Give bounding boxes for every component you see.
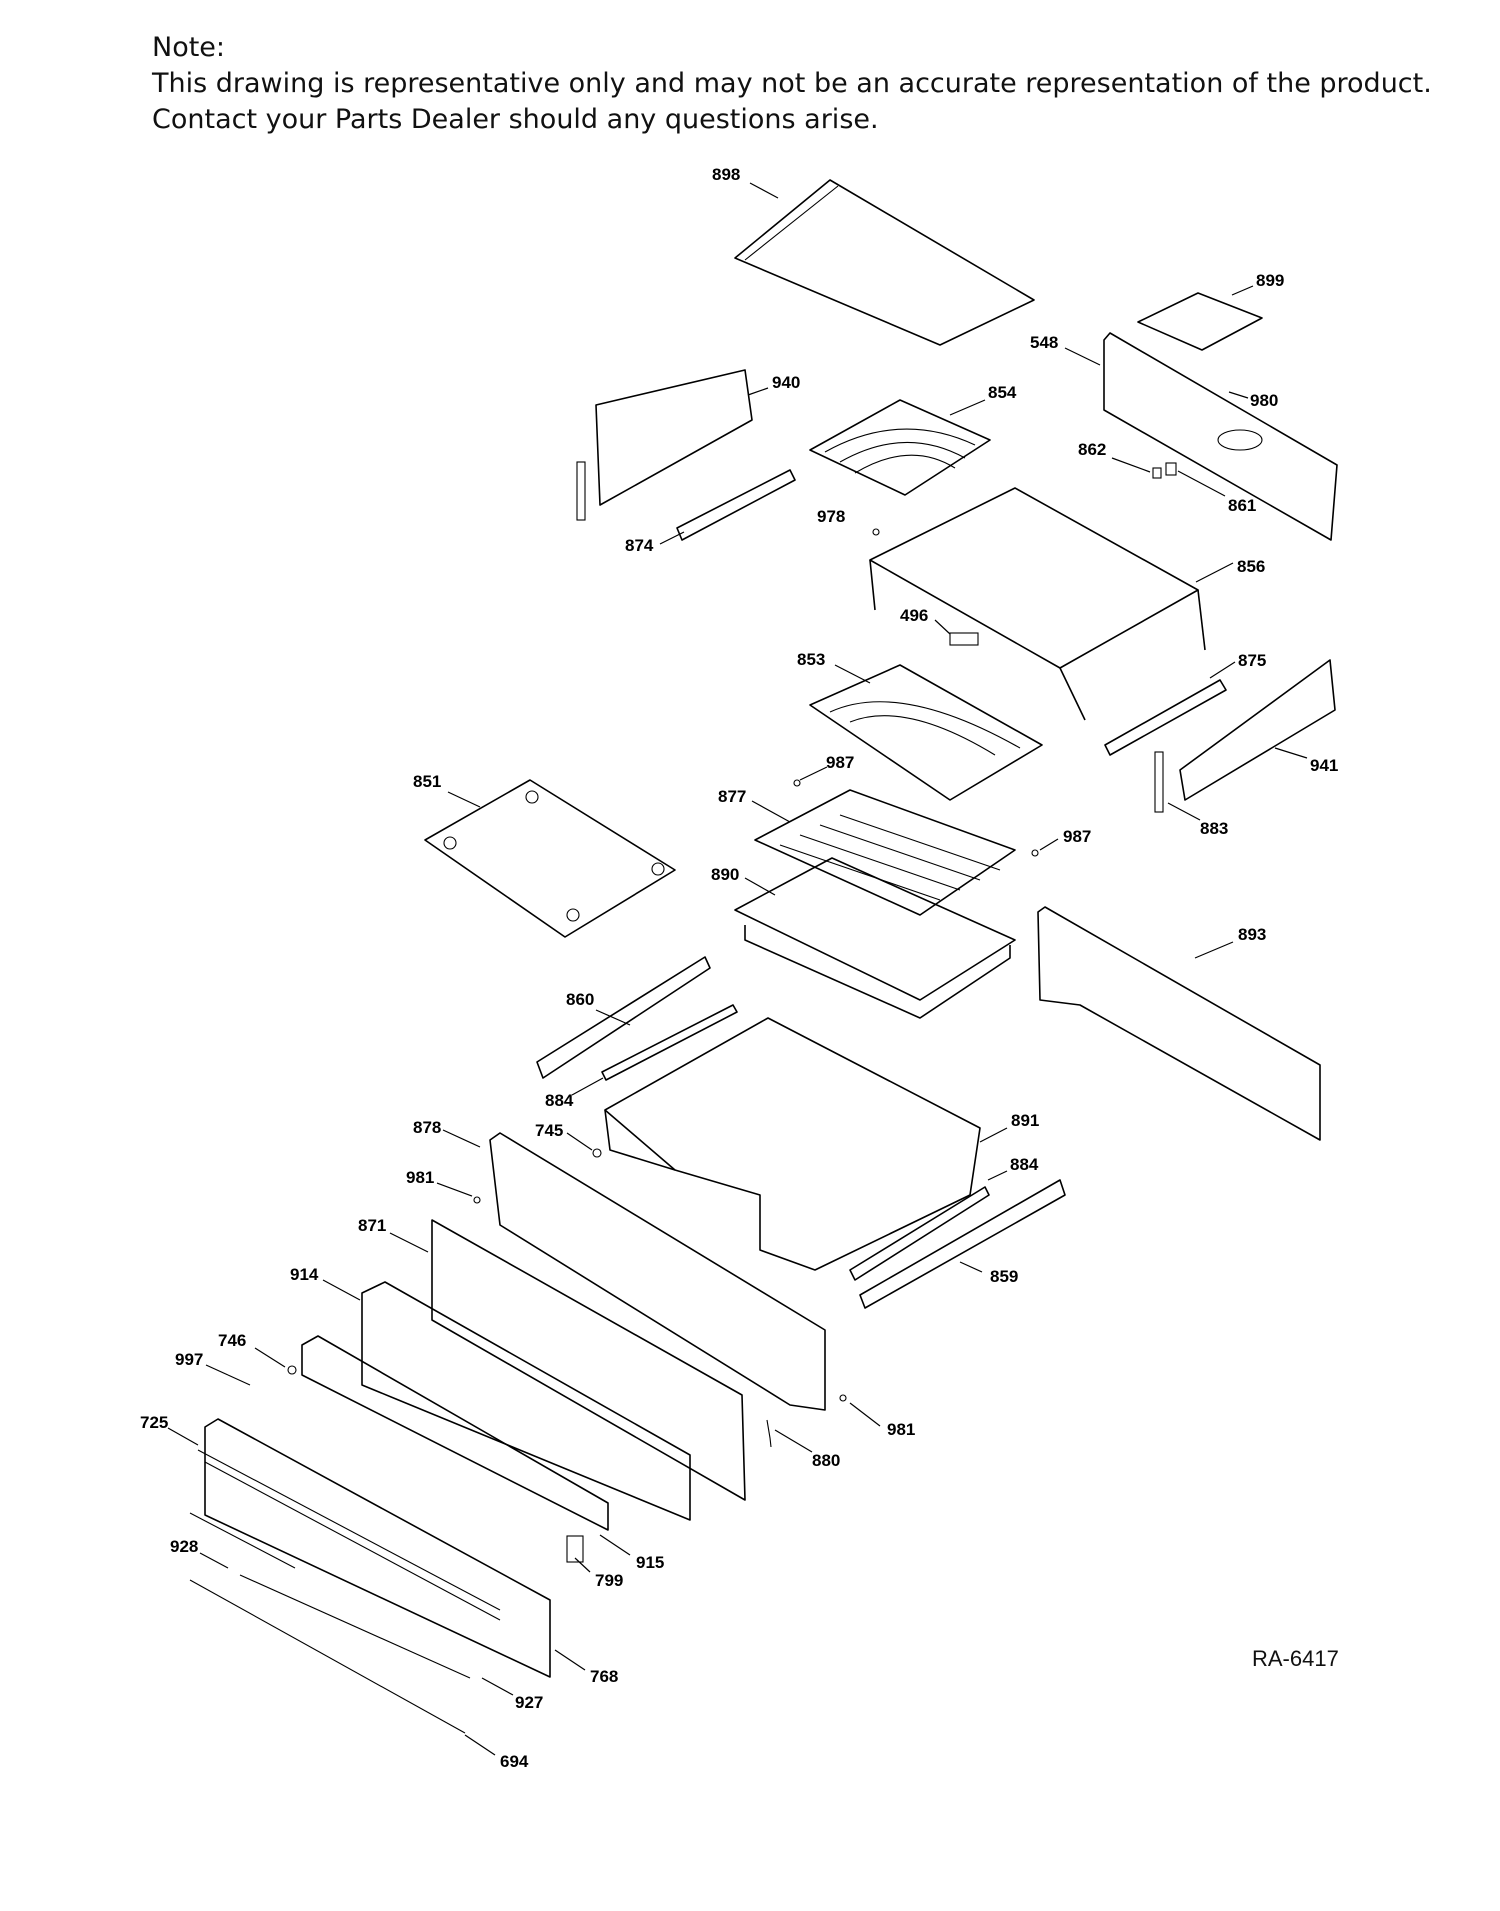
part-screw-997 xyxy=(227,1374,251,1386)
note-line-2: Contact your Parts Dealer should any que… xyxy=(152,104,879,135)
part-oven-cavity-top xyxy=(869,487,1206,721)
leader-lines xyxy=(167,182,1308,1756)
part-left-rail xyxy=(676,469,796,541)
part-screw-987-b xyxy=(1031,849,1039,857)
part-right-bracket xyxy=(1154,751,1164,813)
part-trim-928 xyxy=(189,1512,296,1569)
part-drawer-front-panel xyxy=(197,1418,551,1678)
part-insulation-pad xyxy=(1137,292,1263,351)
callout-548: 548 xyxy=(1030,333,1058,352)
callout-914: 914 xyxy=(290,1265,319,1284)
callout-745: 745 xyxy=(535,1121,563,1140)
part-trim-694 xyxy=(189,1579,466,1734)
callout-890: 890 xyxy=(711,865,739,884)
part-rear-panel xyxy=(1103,332,1338,541)
callout-987-b: 987 xyxy=(1063,827,1091,846)
part-screw-978 xyxy=(872,528,880,536)
callout-997: 997 xyxy=(175,1350,203,1369)
part-top-panel xyxy=(734,179,1035,346)
part-screw-987-a xyxy=(793,779,801,787)
part-left-side-panel xyxy=(595,369,753,506)
callout-883: 883 xyxy=(1200,819,1228,838)
callout-799: 799 xyxy=(595,1571,623,1590)
callout-871: 871 xyxy=(358,1216,386,1235)
part-drawer-slide-left xyxy=(536,956,711,1079)
part-sensor-496 xyxy=(949,632,979,646)
callout-877: 877 xyxy=(718,787,746,806)
part-drawer-box xyxy=(604,1017,981,1271)
part-right-side-panel xyxy=(1179,659,1336,801)
callout-874: 874 xyxy=(625,536,654,555)
part-bake-element xyxy=(809,664,1043,801)
part-bumper-745 xyxy=(592,1148,602,1158)
callout-940: 940 xyxy=(772,373,800,392)
part-slide-bracket-upper xyxy=(601,1004,738,1081)
callout-694: 694 xyxy=(500,1752,529,1771)
callout-928: 928 xyxy=(170,1537,198,1556)
part-drawer-liner xyxy=(361,1281,691,1521)
callout-496: 496 xyxy=(900,606,928,625)
callout-861: 861 xyxy=(1228,496,1256,515)
part-drawer-insulation xyxy=(431,1219,746,1501)
part-bracket-799 xyxy=(566,1535,584,1563)
part-rear-wrapper xyxy=(1037,906,1321,1141)
part-fastener-981-b xyxy=(839,1394,847,1402)
callout-898: 898 xyxy=(712,165,740,184)
callout-891: 891 xyxy=(1011,1111,1039,1130)
callout-860: 860 xyxy=(566,990,594,1009)
callout-980: 980 xyxy=(1250,391,1278,410)
callout-884-b: 884 xyxy=(1010,1155,1039,1174)
part-drawer-trim xyxy=(301,1335,609,1531)
callout-915: 915 xyxy=(636,1553,664,1572)
callout-859: 859 xyxy=(990,1267,1018,1286)
callout-768: 768 xyxy=(590,1667,618,1686)
diagram-code: RA-6417 xyxy=(1252,1646,1339,1671)
note-heading: Note: xyxy=(152,32,226,63)
callout-856: 856 xyxy=(1237,557,1265,576)
callout-853: 853 xyxy=(797,650,825,669)
callout-725: 725 xyxy=(140,1413,168,1432)
callout-927: 927 xyxy=(515,1693,543,1712)
callout-941: 941 xyxy=(1310,756,1338,775)
callout-875: 875 xyxy=(1238,651,1266,670)
part-floor-plate xyxy=(424,779,676,938)
callout-854: 854 xyxy=(988,383,1017,402)
callout-884-a: 884 xyxy=(545,1091,574,1110)
callout-981-a: 981 xyxy=(406,1168,434,1187)
part-fastener-981-a xyxy=(473,1196,481,1204)
callout-978: 978 xyxy=(817,507,845,526)
part-right-rail xyxy=(1104,679,1227,756)
part-drawer-slide-right xyxy=(859,1179,1066,1309)
callout-878: 878 xyxy=(413,1118,441,1137)
disclaimer-note: Note: This drawing is representative onl… xyxy=(152,30,1432,138)
callout-893: 893 xyxy=(1238,925,1266,944)
part-bumper-746 xyxy=(287,1365,297,1375)
part-drawer-front-frame xyxy=(489,1132,826,1411)
part-small-clip-862 xyxy=(1152,467,1162,479)
callout-899: 899 xyxy=(1256,271,1284,290)
part-small-clip-861 xyxy=(1165,462,1177,476)
callout-746: 746 xyxy=(218,1331,246,1350)
part-slide-bracket-lower xyxy=(849,1186,990,1281)
part-oven-rack xyxy=(754,789,1016,916)
callout-981-b: 981 xyxy=(887,1420,915,1439)
callout-862: 862 xyxy=(1078,440,1106,459)
part-trim-927 xyxy=(239,1574,471,1679)
callout-987-a: 987 xyxy=(826,753,854,772)
callout-880: 880 xyxy=(812,1451,840,1470)
part-left-bracket xyxy=(576,461,586,521)
part-broil-element xyxy=(809,399,991,496)
callout-labels: 898 899 548 980 940 854 862 861 978 874 … xyxy=(140,165,1338,1771)
part-drawer-pan xyxy=(734,857,1016,1019)
part-gasket-880 xyxy=(766,1419,772,1448)
note-line-1: This drawing is representative only and … xyxy=(152,68,1432,99)
callout-851: 851 xyxy=(413,772,441,791)
